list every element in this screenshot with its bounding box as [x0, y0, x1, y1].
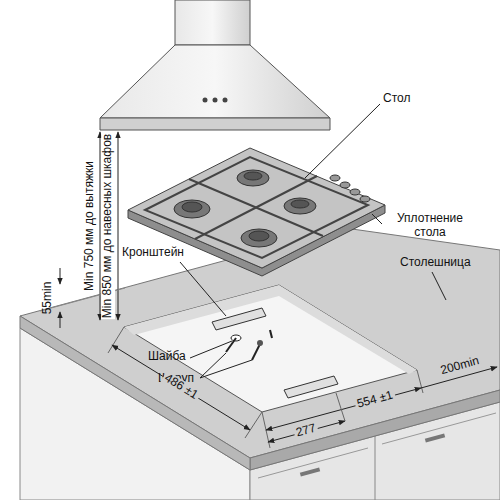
dimension-note: Min 750 мм до вытяжки	[83, 160, 97, 292]
part-name: Кронштейн	[122, 246, 184, 260]
cabinet-handle	[425, 433, 445, 442]
part-name: Уплотнение стола	[384, 212, 476, 240]
cabinet-handle	[300, 467, 320, 476]
burners	[174, 170, 316, 247]
part-name: Столешница	[400, 256, 471, 270]
cabinet-door-gap	[375, 436, 376, 500]
hood-button	[203, 98, 208, 103]
screw	[226, 338, 236, 352]
hob-knobs	[330, 175, 370, 202]
part-name: Стол	[383, 92, 410, 106]
screw	[252, 344, 260, 360]
bracket	[212, 308, 266, 330]
dimension-value: 55min	[41, 282, 55, 315]
hood-button	[223, 98, 228, 103]
leader-lines	[180, 104, 446, 378]
hood-band	[100, 118, 330, 130]
dimension-lines	[40, 132, 497, 448]
screw	[270, 330, 272, 338]
hood-chimney	[175, 0, 250, 45]
hood-button	[213, 98, 218, 103]
screw-head	[257, 340, 263, 346]
hood-canopy	[100, 45, 330, 118]
hob-grate	[145, 157, 368, 258]
bracket	[284, 376, 338, 398]
countertop-cutout	[124, 285, 417, 412]
dimension-note: Min 850 мм до навесных шкафов	[101, 133, 115, 319]
part-name: Шайба	[148, 350, 186, 364]
cutout-wall	[124, 285, 417, 374]
